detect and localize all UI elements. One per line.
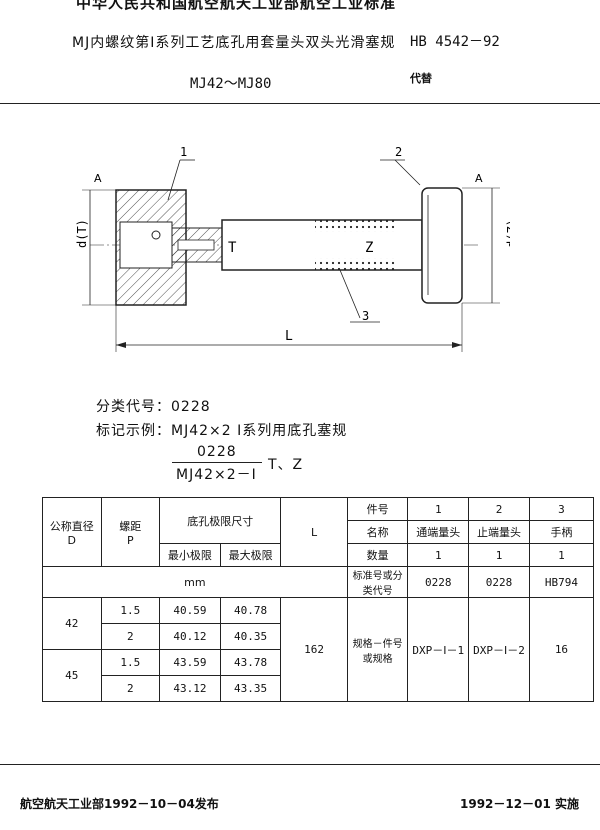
max-limit-cell: 40.78 xyxy=(219,597,282,624)
row-label-standard-code: 标准号或分类代号 xyxy=(346,566,409,598)
row-label-quantity: 数量 xyxy=(346,543,409,567)
datum-right: A xyxy=(475,172,483,185)
standard-title: MJ内螺纹第Ⅰ系列工艺底孔用套量头双头光滑塞规 xyxy=(72,35,396,51)
marking-numerator: 0228 xyxy=(197,444,237,460)
issuing-organization: 中华人民共和国航空航天工业部航空工业标准 xyxy=(76,0,397,12)
label-T: T xyxy=(228,240,237,256)
min-limit-cell: 43.12 xyxy=(159,675,221,702)
part-no-1: 1 xyxy=(407,497,470,521)
header-hole-limits: 底孔极限尺寸 xyxy=(159,497,282,544)
length-value: 162 xyxy=(280,597,348,702)
marking-suffix: T、Z xyxy=(268,457,304,473)
marking-denominator: MJ42×2－Ⅰ xyxy=(176,467,257,483)
max-limit-cell: 43.78 xyxy=(219,649,282,676)
effective-date: 1992－12－01 实施 xyxy=(460,797,579,811)
header-max-limit: 最大极限 xyxy=(219,543,282,567)
part-qty-2: 1 xyxy=(468,543,530,567)
gauge-drawing: T Z 1 2 3 A A d(T) d(Z) L xyxy=(75,145,510,352)
header-rule xyxy=(0,103,600,104)
no-go-head xyxy=(421,187,463,304)
datum-left: A xyxy=(94,172,102,185)
dim-L: L xyxy=(285,329,293,344)
standard-code: HB 4542－92 xyxy=(410,34,500,50)
nominal-45: 45 xyxy=(42,649,102,702)
replaces-label: 代替 xyxy=(410,72,432,85)
part-code-2: 0228 xyxy=(468,566,530,598)
part-name-1: 通端量头 xyxy=(407,520,470,544)
part-code-3: HB794 xyxy=(528,566,595,598)
max-limit-cell: 43.35 xyxy=(219,675,282,702)
unit-label: mm xyxy=(42,566,348,598)
min-limit-cell: 40.12 xyxy=(159,623,221,650)
part-code-1: 0228 xyxy=(407,566,470,598)
dim-dZ: d(Z) xyxy=(505,219,510,248)
min-limit-cell: 40.59 xyxy=(159,597,221,624)
header-length: L xyxy=(280,497,348,567)
row-label-part-no: 件号 xyxy=(346,497,409,521)
callout-1: 1 xyxy=(180,145,187,159)
part-no-3: 3 xyxy=(528,497,595,521)
marking-fraction-bar xyxy=(172,462,262,463)
label-Z: Z xyxy=(365,240,373,256)
part-name-2: 止端量头 xyxy=(468,520,530,544)
dim-dT: d(T) xyxy=(75,219,89,248)
issue-date: 航空航天工业部1992－10－04发布 xyxy=(20,797,219,811)
nominal-42: 42 xyxy=(42,597,102,650)
part-name-3: 手柄 xyxy=(528,520,595,544)
pitch-cell: 2 xyxy=(100,623,161,650)
callout-2: 2 xyxy=(395,145,402,159)
part-spec-3: 16 xyxy=(528,597,595,702)
thread-range: MJ42～MJ80 xyxy=(190,76,272,92)
row-label-spec: 规格－件号或规格 xyxy=(346,597,409,702)
classification-code-line: 分类代号：0228 xyxy=(96,399,211,415)
part-qty-1: 1 xyxy=(407,543,470,567)
part-spec-2: DXP－Ⅰ－2 xyxy=(468,597,530,702)
callout-3: 3 xyxy=(362,309,369,323)
pitch-cell: 1.5 xyxy=(100,649,161,676)
row-label-name: 名称 xyxy=(346,520,409,544)
pitch-cell: 2 xyxy=(100,675,161,702)
marking-example-line: 标记示例：MJ42×2 Ⅰ系列用底孔塞规 xyxy=(96,423,348,439)
part-spec-1: DXP－Ⅰ－1 xyxy=(407,597,470,702)
part-no-2: 2 xyxy=(468,497,530,521)
min-limit-cell: 43.59 xyxy=(159,649,221,676)
max-limit-cell: 40.35 xyxy=(219,623,282,650)
header-min-limit: 最小极限 xyxy=(159,543,221,567)
pitch-cell: 1.5 xyxy=(100,597,161,624)
part-qty-3: 1 xyxy=(528,543,595,567)
footer-rule xyxy=(0,764,600,765)
